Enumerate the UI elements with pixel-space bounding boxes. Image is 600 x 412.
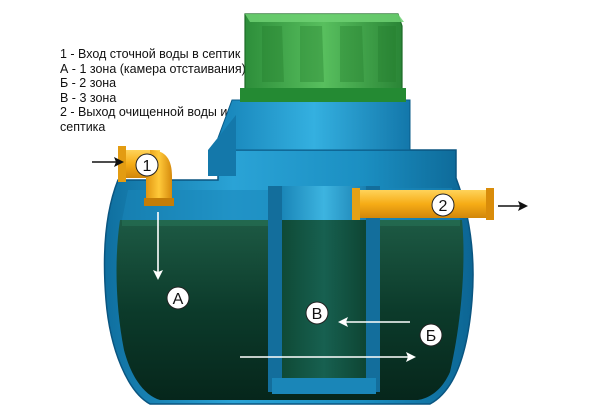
inlet-pipe-collar (118, 146, 126, 182)
partition-left-wall (268, 186, 282, 392)
legend-item-inlet: 1 - Вход сточной воды в септик (60, 47, 241, 61)
legend: 1 - Вход сточной воды в септик А - 1 зон… (60, 47, 250, 134)
marker-inlet-label: 1 (143, 158, 152, 175)
partition-channel (282, 186, 366, 220)
marker-outlet: 2 (431, 193, 455, 217)
hatch-ribs (262, 26, 396, 82)
legend-item-outlet-cont: септика (60, 119, 106, 134)
legend-item-zone-v: В - 3 зона (60, 90, 117, 105)
marker-zone-v: В (305, 301, 329, 325)
marker-zone-b: Б (419, 323, 443, 347)
outlet-pipe (356, 190, 488, 218)
legend-item-zone-b: Б - 2 зона (60, 76, 117, 90)
hatch-rim (245, 14, 404, 22)
marker-outlet-label: 2 (439, 198, 448, 215)
partition-channel-water (282, 220, 366, 380)
legend-item-outlet: 2 - Выход очищенной воды из (60, 105, 234, 119)
marker-zone-a-label: А (173, 291, 184, 308)
marker-zone-a: А (166, 286, 190, 310)
arrow-zone-b-to-v (338, 317, 410, 327)
arrow-bottom-flow (240, 352, 416, 362)
marker-zone-v-label: В (312, 306, 323, 323)
legend-item-zone-a: А - 1 зона (камера отстаивания) (60, 61, 246, 76)
partition-bottom (272, 378, 376, 394)
marker-zone-b-label: Б (426, 328, 437, 345)
arrow-outlet (498, 201, 528, 211)
outlet-pipe-start (352, 188, 360, 220)
partition-right-wall (366, 186, 380, 392)
arrow-inlet (92, 157, 124, 167)
marker-inlet: 1 (135, 153, 159, 177)
outlet-pipe-end (486, 188, 494, 220)
inlet-pipe-mouth (144, 198, 174, 206)
tank-neck (217, 99, 411, 151)
hatch-bottom-rim (240, 88, 406, 102)
tank-neck-shoulder (208, 115, 236, 176)
arrow-down-zone-a (153, 212, 163, 280)
